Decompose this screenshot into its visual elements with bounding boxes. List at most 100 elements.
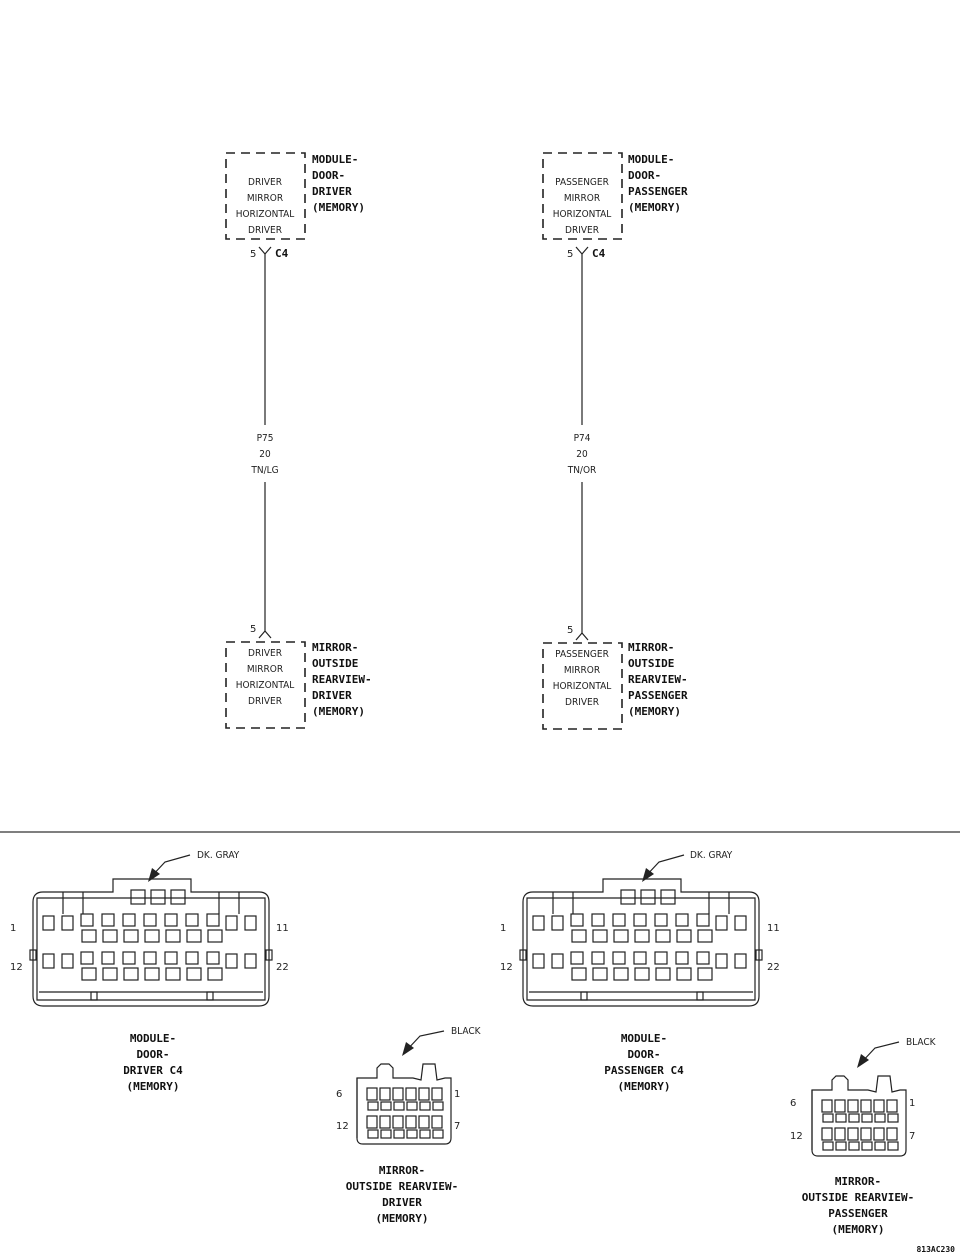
passenger-module-internal-2: MIRROR <box>564 193 600 204</box>
passenger-door-module-box <box>542 152 623 240</box>
passenger-module-name-3: PASSENGER <box>628 185 688 198</box>
driver-wire-color: TN/LG <box>250 465 278 476</box>
driver-mirror-caption-3: DRIVER <box>382 1196 422 1209</box>
driver-mirror-pin: 5 <box>250 624 256 635</box>
driver-mirror-caption-1: MIRROR- <box>379 1164 425 1177</box>
driver-module-internal-1: DRIVER <box>248 177 282 188</box>
passenger-module-name-4: (MEMORY) <box>628 201 681 214</box>
passenger-module-connector-id: C4 <box>592 247 606 260</box>
driver-mirror-internal-4: DRIVER <box>248 696 282 707</box>
driver-module-terminal <box>258 246 272 255</box>
passenger-wire-circuit: P74 <box>574 433 591 444</box>
driver-module-connector-id: C4 <box>275 247 289 260</box>
passenger-module-name-1: MODULE- <box>628 153 674 166</box>
driver-mirror-caption-2: OUTSIDE REARVIEW- <box>346 1180 459 1193</box>
driver-mirror-name-4: DRIVER <box>312 689 352 702</box>
passenger-mirror-caption-3: PASSENGER <box>828 1207 888 1220</box>
passenger-mirror-internal-4: DRIVER <box>565 697 599 708</box>
driver-module-name-1: MODULE- <box>312 153 358 166</box>
driver-module-name-2: DOOR- <box>312 169 345 182</box>
passenger-circuit: PASSENGER MIRROR HORIZONTAL DRIVER MODUL… <box>542 152 688 730</box>
passenger-mirror-color: BLACK <box>906 1037 937 1048</box>
passenger-mirror-box <box>542 642 623 730</box>
driver-module-name-3: DRIVER <box>312 185 352 198</box>
driver-mirror-name-2: OUTSIDE <box>312 657 358 670</box>
driver-mirror-pin-7: 7 <box>454 1121 460 1132</box>
passenger-module-pin-11: 11 <box>767 923 780 934</box>
passenger-mirror-name-3: REARVIEW- <box>628 673 688 686</box>
passenger-mirror-terminal <box>575 632 589 641</box>
driver-module-internal-3: HORIZONTAL <box>236 209 295 220</box>
driver-module-connector-body <box>30 879 272 1006</box>
driver-mirror-pin-6: 6 <box>336 1089 342 1100</box>
driver-wire-circuit: P75 <box>257 433 274 444</box>
passenger-module-pin-12: 12 <box>500 962 513 973</box>
figure-id: 813AC230 <box>916 1245 955 1254</box>
driver-module-internal-4: DRIVER <box>248 225 282 236</box>
driver-mirror-internal-3: HORIZONTAL <box>236 680 295 691</box>
driver-mirror-arrow-icon <box>402 1042 414 1056</box>
passenger-module-caption-4: (MEMORY) <box>618 1080 671 1093</box>
driver-mirror-internal-1: DRIVER <box>248 648 282 659</box>
driver-mirror-name-3: REARVIEW- <box>312 673 372 686</box>
driver-module-internal-2: MIRROR <box>247 193 283 204</box>
driver-module-caption-4: (MEMORY) <box>127 1080 180 1093</box>
passenger-mirror-arrow-icon <box>857 1054 869 1068</box>
passenger-module-pin-22: 22 <box>767 962 780 973</box>
driver-module-caption-3: DRIVER C4 <box>123 1064 183 1077</box>
driver-wire-gauge: 20 <box>259 449 271 460</box>
driver-module-pin-22: 22 <box>276 962 289 973</box>
driver-module-caption-1: MODULE- <box>130 1032 176 1045</box>
passenger-mirror-pin-7: 7 <box>909 1131 915 1142</box>
driver-mirror-terminal <box>258 630 272 639</box>
driver-mirror-pin-12: 12 <box>336 1121 349 1132</box>
passenger-module-caption-2: DOOR- <box>627 1048 660 1061</box>
driver-mirror-box <box>225 641 306 729</box>
passenger-mirror-caption-4: (MEMORY) <box>832 1223 885 1236</box>
driver-module-pin-12: 12 <box>10 962 23 973</box>
driver-mirror-connector-body <box>357 1064 451 1144</box>
driver-module-name-4: (MEMORY) <box>312 201 365 214</box>
passenger-module-name-2: DOOR- <box>628 169 661 182</box>
passenger-mirror-name-1: MIRROR- <box>628 641 674 654</box>
passenger-module-pin-1: 1 <box>500 923 506 934</box>
passenger-mirror-pin-6: 6 <box>790 1098 796 1109</box>
passenger-mirror-connector-body <box>812 1076 906 1156</box>
passenger-module-caption-1: MODULE- <box>621 1032 667 1045</box>
driver-module-pin-1: 1 <box>10 923 16 934</box>
driver-mirror-name-1: MIRROR- <box>312 641 358 654</box>
passenger-module-caption-3: PASSENGER C4 <box>604 1064 684 1077</box>
passenger-mirror-caption-2: OUTSIDE REARVIEW- <box>802 1191 915 1204</box>
passenger-module-pin: 5 <box>567 249 573 260</box>
passenger-wire-gauge: 20 <box>576 449 588 460</box>
passenger-module-internal-4: DRIVER <box>565 225 599 236</box>
passenger-module-connector-body <box>520 879 762 1006</box>
driver-module-connector-view: DK. GRAY 1 11 12 22 MODULE- DOOR- DRIVER… <box>10 850 289 1093</box>
driver-mirror-connector-view: BLACK 6 1 12 7 MIRROR- OUTSIDE REARVIEW-… <box>336 1026 482 1225</box>
passenger-mirror-pin-1: 1 <box>909 1098 915 1109</box>
driver-mirror-color: BLACK <box>451 1026 482 1037</box>
driver-mirror-caption-4: (MEMORY) <box>376 1212 429 1225</box>
passenger-mirror-pin: 5 <box>567 625 573 636</box>
driver-door-module-box <box>225 152 306 240</box>
driver-mirror-name-5: (MEMORY) <box>312 705 365 718</box>
passenger-mirror-name-4: PASSENGER <box>628 689 688 702</box>
passenger-module-terminal <box>575 246 589 255</box>
driver-mirror-pin-1: 1 <box>454 1089 460 1100</box>
passenger-mirror-pin-12: 12 <box>790 1131 803 1142</box>
passenger-mirror-connector-view: BLACK 6 1 12 7 MIRROR- OUTSIDE REARVIEW-… <box>790 1037 937 1236</box>
passenger-mirror-caption-1: MIRROR- <box>835 1175 881 1188</box>
passenger-wire-color: TN/OR <box>567 465 597 476</box>
driver-module-caption-2: DOOR- <box>136 1048 169 1061</box>
driver-module-pin: 5 <box>250 249 256 260</box>
passenger-mirror-internal-3: HORIZONTAL <box>553 681 612 692</box>
passenger-mirror-name-5: (MEMORY) <box>628 705 681 718</box>
driver-circuit: DRIVER MIRROR HORIZONTAL DRIVER MODULE- … <box>225 152 372 729</box>
passenger-module-connector-view: DK. GRAY 1 11 12 22 MODULE- DOOR- PASSEN… <box>500 850 780 1093</box>
passenger-mirror-name-2: OUTSIDE <box>628 657 674 670</box>
driver-module-color: DK. GRAY <box>197 850 240 861</box>
passenger-module-internal-1: PASSENGER <box>555 177 609 188</box>
passenger-mirror-internal-1: PASSENGER <box>555 649 609 660</box>
passenger-mirror-internal-2: MIRROR <box>564 665 600 676</box>
